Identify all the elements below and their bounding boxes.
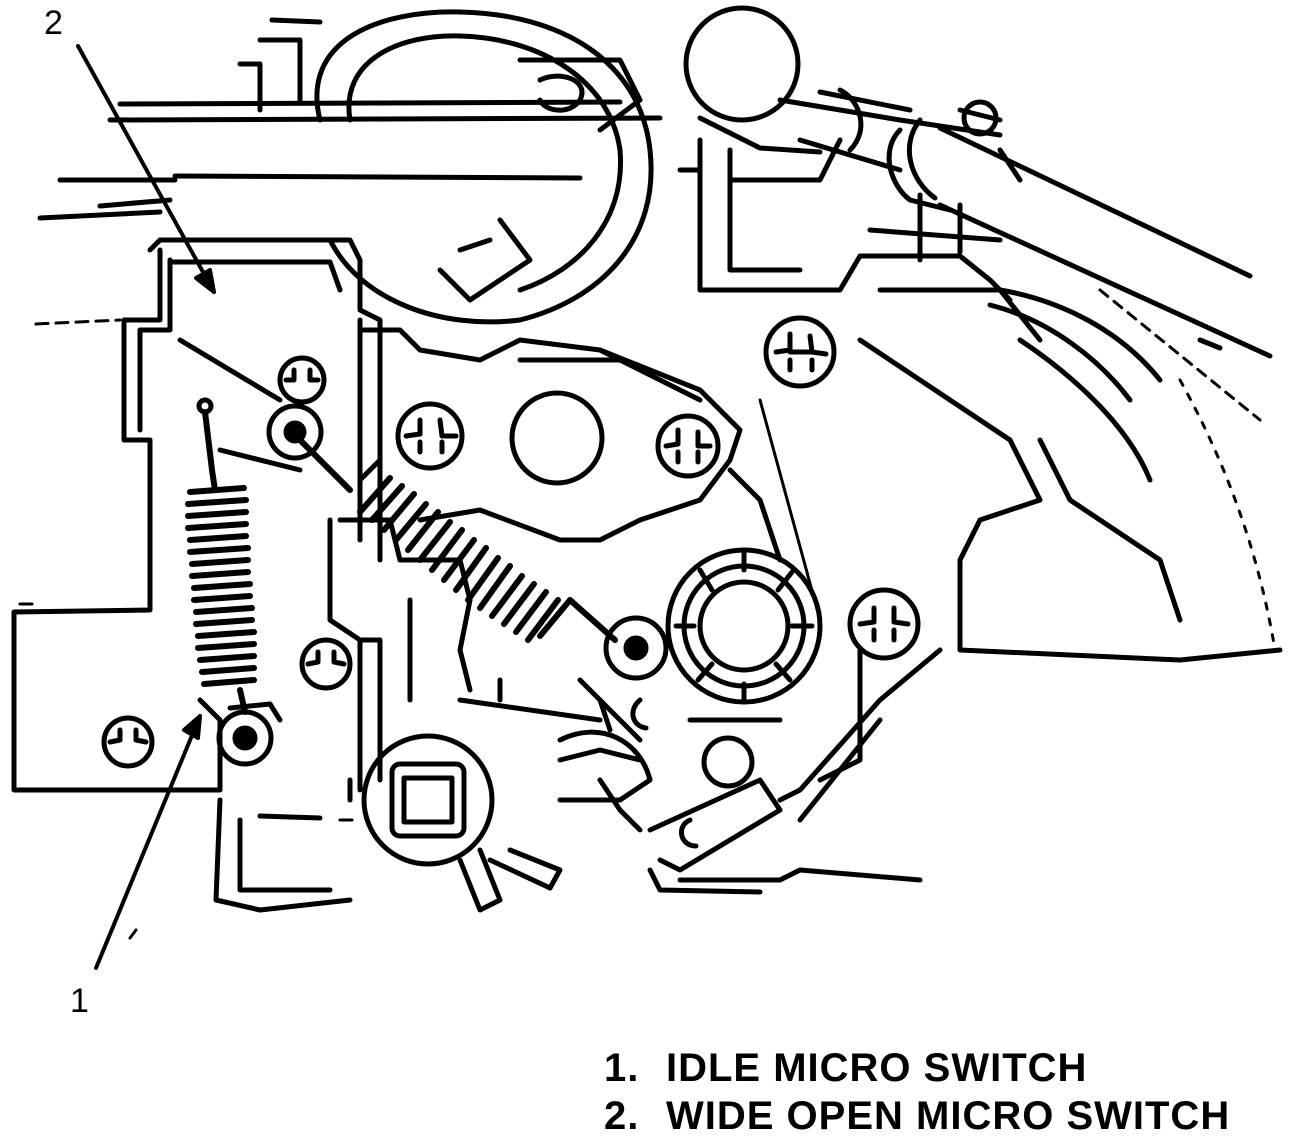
screw-right-lower: [847, 587, 921, 661]
legend-item-number: 2.: [604, 1094, 640, 1138]
diagonal-return-spring: [297, 437, 618, 643]
callout-number-2: 2: [44, 4, 63, 42]
dashed-guide-lines: [18, 318, 362, 940]
throttle-lever-nut: [361, 647, 943, 913]
wide-open-micro-switch: [11, 237, 383, 793]
idle-micro-switch: [213, 517, 603, 913]
screw-plate-left: [395, 401, 465, 471]
spring-anchors: [196, 397, 669, 767]
parts-legend: 1. IDLE MICRO SWITCH 2. WIDE OPEN MICRO SW…: [604, 1044, 1230, 1140]
leader-line-1: [94, 714, 202, 970]
throttle-shaft-bar: [37, 99, 663, 221]
throttle-hub: [630, 547, 863, 783]
vertical-return-spring: [185, 409, 257, 715]
screw-top-right: [763, 315, 837, 389]
linkage-ball-joint: [683, 5, 1273, 359]
throttle-plate: [357, 327, 822, 622]
legend-item-label: WIDE OPEN MICRO SWITCH: [666, 1094, 1231, 1138]
screw-group: [101, 315, 921, 769]
legend-item-2: 2. WIDE OPEN MICRO SWITCH: [604, 1092, 1230, 1140]
legend-item-label: IDLE MICRO SWITCH: [666, 1046, 1088, 1090]
callout-number-1: 1: [70, 982, 89, 1020]
screw-plate-right: [655, 413, 721, 479]
throttle-bore: [237, 9, 654, 325]
leader-line-2: [76, 44, 216, 294]
screw-switch-lower: [101, 715, 155, 769]
screw-switch-mid: [299, 637, 353, 691]
screw-switch-upper: [277, 355, 327, 405]
legend-item-number: 1.: [604, 1046, 640, 1090]
legend-item-1: 1. IDLE MICRO SWITCH: [604, 1044, 1230, 1092]
throttle-bracket: [677, 137, 1283, 663]
